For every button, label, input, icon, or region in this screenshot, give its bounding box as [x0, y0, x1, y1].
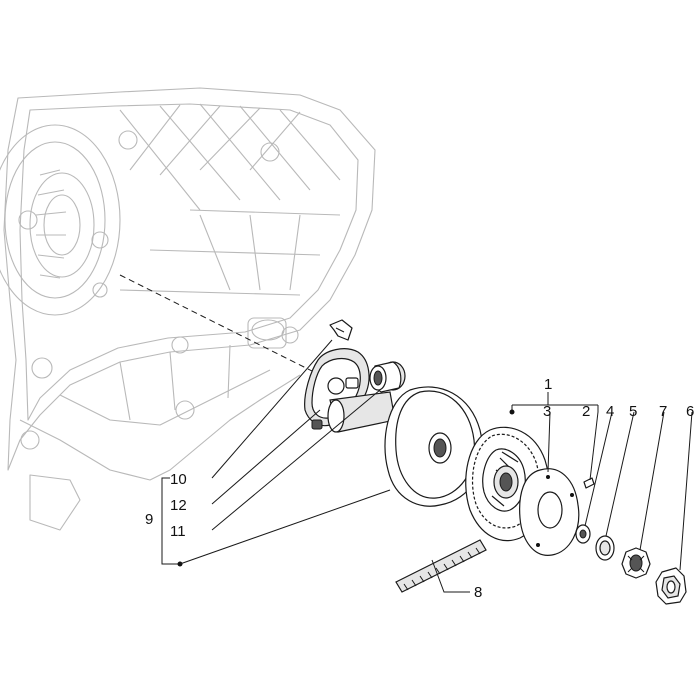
callout-9: 9: [145, 511, 153, 528]
bushing-part-11[interactable]: [369, 361, 406, 393]
serrated-washer-part-7[interactable]: [621, 547, 651, 579]
axis-centerline: [119, 274, 331, 381]
callout-6: 6: [686, 403, 694, 420]
callout-10: 10: [170, 471, 187, 488]
callout-11: 11: [170, 523, 186, 540]
callout-7: 7: [659, 403, 667, 420]
fixed-pulley-fan-part-1[interactable]: [465, 426, 550, 542]
leader-lines: [161, 339, 693, 593]
callout-1: 1: [544, 376, 552, 393]
callout-5: 5: [629, 403, 637, 420]
clip-part-10[interactable]: [329, 319, 353, 341]
nut-part-6[interactable]: [655, 567, 687, 605]
pin-part-2[interactable]: [583, 477, 595, 489]
callout-2: 2: [582, 403, 590, 420]
callout-8: 8: [474, 584, 482, 601]
drive-pulley-part-9[interactable]: [327, 386, 484, 507]
callout-4: 4: [606, 403, 614, 420]
callout-12: 12: [170, 497, 187, 514]
callout-3: 3: [543, 403, 551, 420]
plate-part-3[interactable]: [519, 468, 580, 556]
callout-labels: 1 3 2 4 5 7 6 10 9 12 11 8: [145, 376, 694, 601]
spring-part-8[interactable]: [395, 539, 487, 593]
washer-part-5[interactable]: [595, 535, 615, 561]
crankcase-outline: [0, 87, 376, 531]
washer-part-4[interactable]: [575, 524, 591, 544]
